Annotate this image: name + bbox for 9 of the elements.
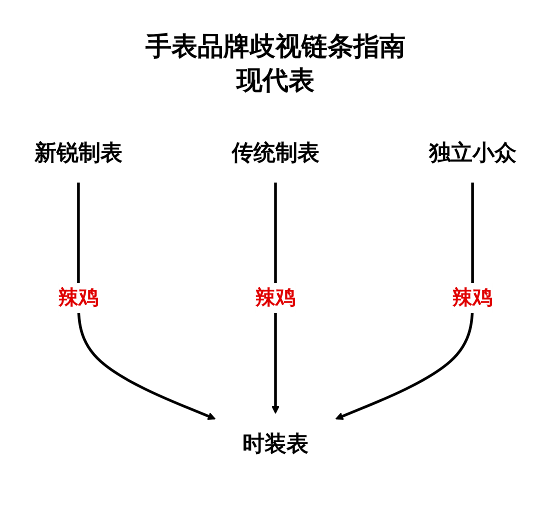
diagram-title: 手表品牌歧视链条指南 <box>144 31 406 64</box>
edge-label: 辣鸡 <box>255 286 296 310</box>
edge-label: 辣鸡 <box>58 286 99 310</box>
node-text: 时装表 <box>242 430 308 456</box>
node-text: 新锐制表 <box>34 140 122 166</box>
edge-label: 辣鸡 <box>452 286 493 310</box>
arrow <box>77 182 216 420</box>
subtitle: 现代表 <box>234 65 316 98</box>
arrow <box>335 182 474 420</box>
